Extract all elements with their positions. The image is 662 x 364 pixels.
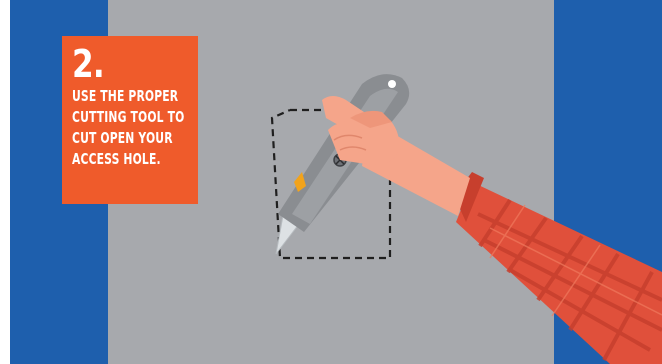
step-line-2: CUTTING TOOL TO (72, 107, 157, 128)
step-number: 2. (72, 44, 169, 84)
step-instructions: USE THE PROPER CUTTING TOOL TO CUT OPEN … (72, 86, 190, 170)
step-line-1: USE THE PROPER (72, 86, 157, 107)
step-card: 2. USE THE PROPER CUTTING TOOL TO CUT OP… (62, 36, 198, 204)
step-line-4: ACCESS HOLE. (72, 149, 157, 170)
step-line-3: CUT OPEN YOUR (72, 128, 157, 149)
illustration-scene: 2. USE THE PROPER CUTTING TOOL TO CUT OP… (10, 0, 662, 364)
